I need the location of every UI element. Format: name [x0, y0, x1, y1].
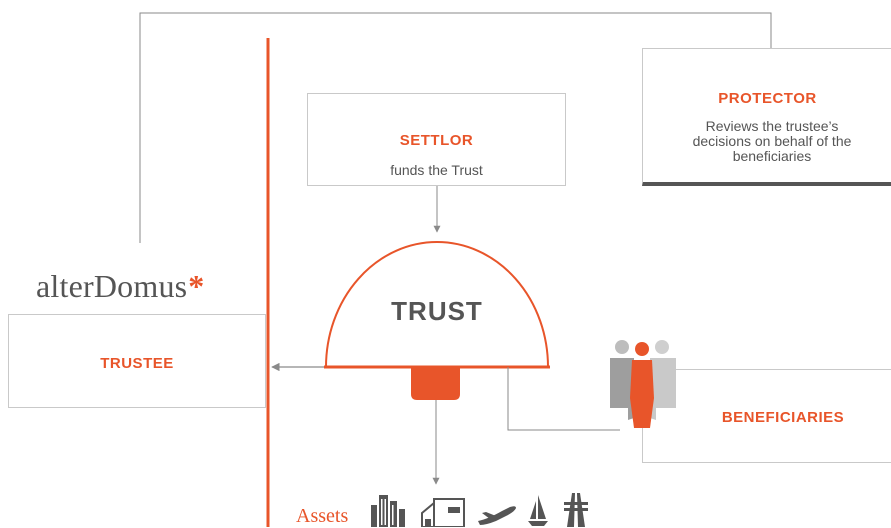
- people-icon: [610, 340, 676, 428]
- highway-icon: [564, 493, 588, 527]
- assets-label: Assets: [296, 505, 349, 527]
- buildings-icon: [371, 495, 405, 527]
- trust-label: TRUST: [391, 296, 483, 326]
- trustee-title: TRUSTEE: [100, 355, 174, 372]
- trust-lock-block: [411, 367, 460, 400]
- protector-description: Reviews the trustee’s decisions on behal…: [643, 119, 891, 164]
- factory-icon: [421, 498, 465, 527]
- logo-star: *: [188, 268, 205, 304]
- beneficiaries-title: BENEFICIARIES: [721, 409, 845, 426]
- beneficiaries-connector-line: [507, 367, 620, 431]
- settlor-box: SETTLOR funds the Trust: [307, 93, 566, 186]
- settlor-description: funds the Trust: [390, 162, 483, 178]
- protector-title: PROTECTOR: [718, 90, 817, 107]
- alter-domus-logo: alterDomus*: [36, 268, 205, 305]
- trust-dome: [325, 241, 549, 368]
- protector-description-line: decisions on behalf of the: [692, 133, 852, 149]
- settlor-title: SETTLOR: [399, 132, 474, 149]
- sailboat-icon: [528, 495, 548, 526]
- protector-box: PROTECTOR Reviews the trustee’s decision…: [642, 48, 891, 186]
- protector-description-line: beneficiaries: [732, 148, 812, 164]
- protector-description-line: Reviews the trustee’s: [705, 118, 839, 134]
- beneficiaries-box: BENEFICIARIES: [642, 369, 891, 463]
- logo-text: alterDomus: [36, 268, 188, 304]
- protector-connector-line: [139, 12, 772, 243]
- trustee-box: TRUSTEE: [8, 314, 266, 408]
- airplane-icon: [478, 506, 516, 525]
